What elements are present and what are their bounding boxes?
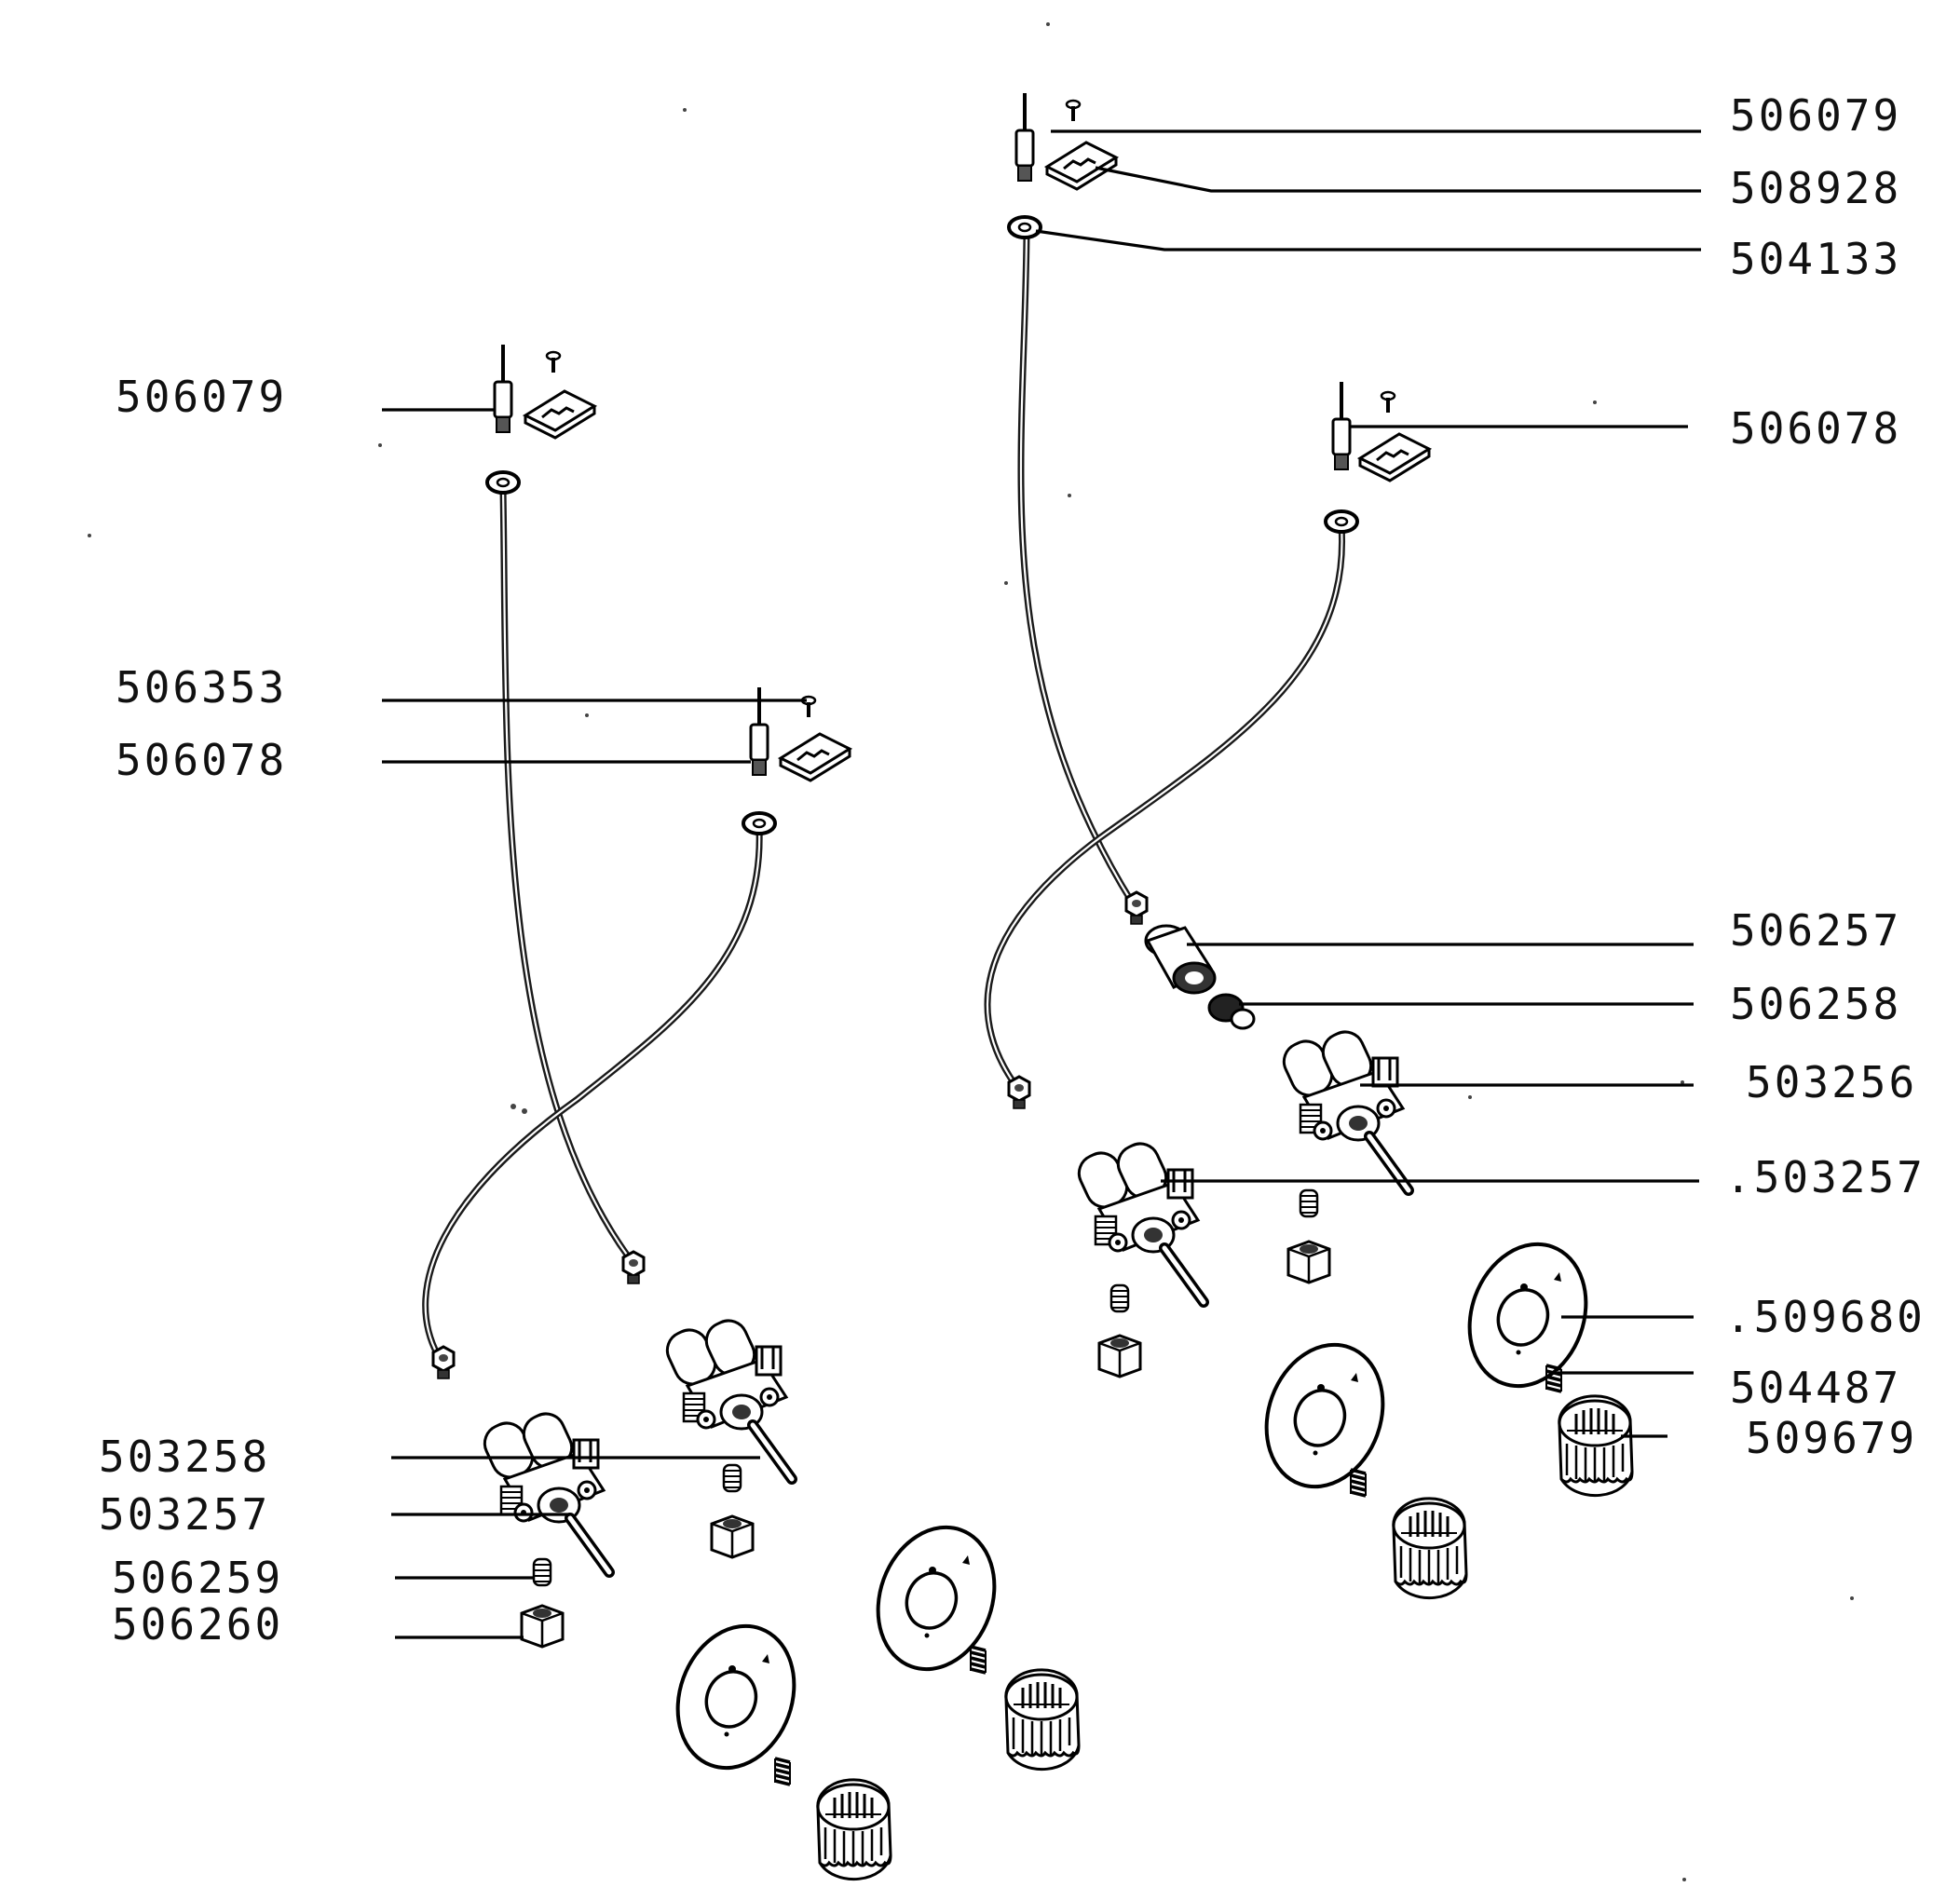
ring-506258 xyxy=(1207,993,1256,1030)
label-509679: 509679 xyxy=(1746,1413,1917,1463)
hex-nut-506260 xyxy=(520,1604,565,1649)
label-503257-right: .503257 xyxy=(1725,1152,1926,1202)
label-503256: 503256 xyxy=(1746,1057,1917,1107)
probe-506079-left xyxy=(493,343,513,434)
hex-nut-right-b xyxy=(1097,1334,1142,1378)
spring-left-a xyxy=(969,1645,987,1675)
label-504133: 504133 xyxy=(1730,234,1901,284)
valve-503258 xyxy=(661,1314,792,1479)
screw-left-top xyxy=(545,350,562,374)
label-506258: 506258 xyxy=(1730,979,1901,1029)
hex-nut-right-a xyxy=(1286,1240,1331,1284)
label-506260: 506260 xyxy=(112,1599,283,1649)
knob-left-a xyxy=(1004,1668,1081,1772)
label-506353: 506353 xyxy=(116,662,287,713)
label-506079-right: 506079 xyxy=(1730,90,1901,141)
label-506079-left: 506079 xyxy=(116,372,287,422)
label-506259: 506259 xyxy=(112,1553,283,1603)
part-number-labels: 506079 508928 504133 506078 506257 50625… xyxy=(99,90,1926,1649)
knob-509679 xyxy=(1558,1394,1634,1498)
fitting-left-short xyxy=(431,1345,456,1380)
clip-508928 xyxy=(1045,141,1118,191)
leader-lines xyxy=(382,129,1701,1639)
scan-specks xyxy=(88,22,1854,1881)
hex-nut-left-a xyxy=(710,1514,755,1559)
clip-left-mid xyxy=(779,732,851,782)
valve-503257-left xyxy=(479,1407,609,1572)
plate-left-a xyxy=(856,1509,1016,1688)
plate-509680 xyxy=(1448,1226,1608,1405)
probe-506078-right xyxy=(1331,380,1352,471)
washer-504133 xyxy=(1007,215,1042,239)
connector-506257 xyxy=(1144,924,1217,995)
fitting-right-long xyxy=(1124,890,1149,926)
clip-left-top xyxy=(524,389,596,440)
label-506078-right: 506078 xyxy=(1730,403,1901,454)
valve-503256 xyxy=(1278,1025,1409,1190)
grub-screw-right-b xyxy=(1109,1283,1130,1313)
label-503258: 503258 xyxy=(99,1432,270,1482)
label-509680: .509680 xyxy=(1725,1292,1926,1342)
plate-left-b xyxy=(656,1608,816,1786)
spring-left-b xyxy=(773,1757,792,1786)
probe-506079-right xyxy=(1014,91,1035,183)
grub-screw-left-a xyxy=(722,1463,742,1493)
washer-left-mid xyxy=(742,811,777,835)
fitting-left-long xyxy=(621,1250,646,1285)
clip-right-mid xyxy=(1358,432,1431,482)
screw-right-mid xyxy=(1380,390,1396,414)
plate-right-b xyxy=(1245,1326,1405,1505)
fitting-right-short xyxy=(1007,1075,1031,1110)
screw-right-top xyxy=(1065,99,1082,123)
knob-right-b xyxy=(1392,1497,1468,1600)
label-503257-left: 503257 xyxy=(99,1489,270,1540)
washer-right-mid xyxy=(1324,509,1359,534)
washer-left-top xyxy=(485,470,521,495)
label-508928: 508928 xyxy=(1730,163,1901,213)
knob-left-b xyxy=(816,1778,892,1881)
thermocouple-tubes xyxy=(422,229,1346,1359)
grub-screw-506259 xyxy=(532,1557,552,1587)
grub-screw-right-a xyxy=(1299,1188,1319,1218)
label-506257: 506257 xyxy=(1730,905,1901,956)
valve-503257-right xyxy=(1073,1137,1204,1302)
label-504487: 504487 xyxy=(1730,1363,1901,1413)
spring-right-b xyxy=(1349,1468,1368,1498)
label-506078-left: 506078 xyxy=(116,735,287,785)
